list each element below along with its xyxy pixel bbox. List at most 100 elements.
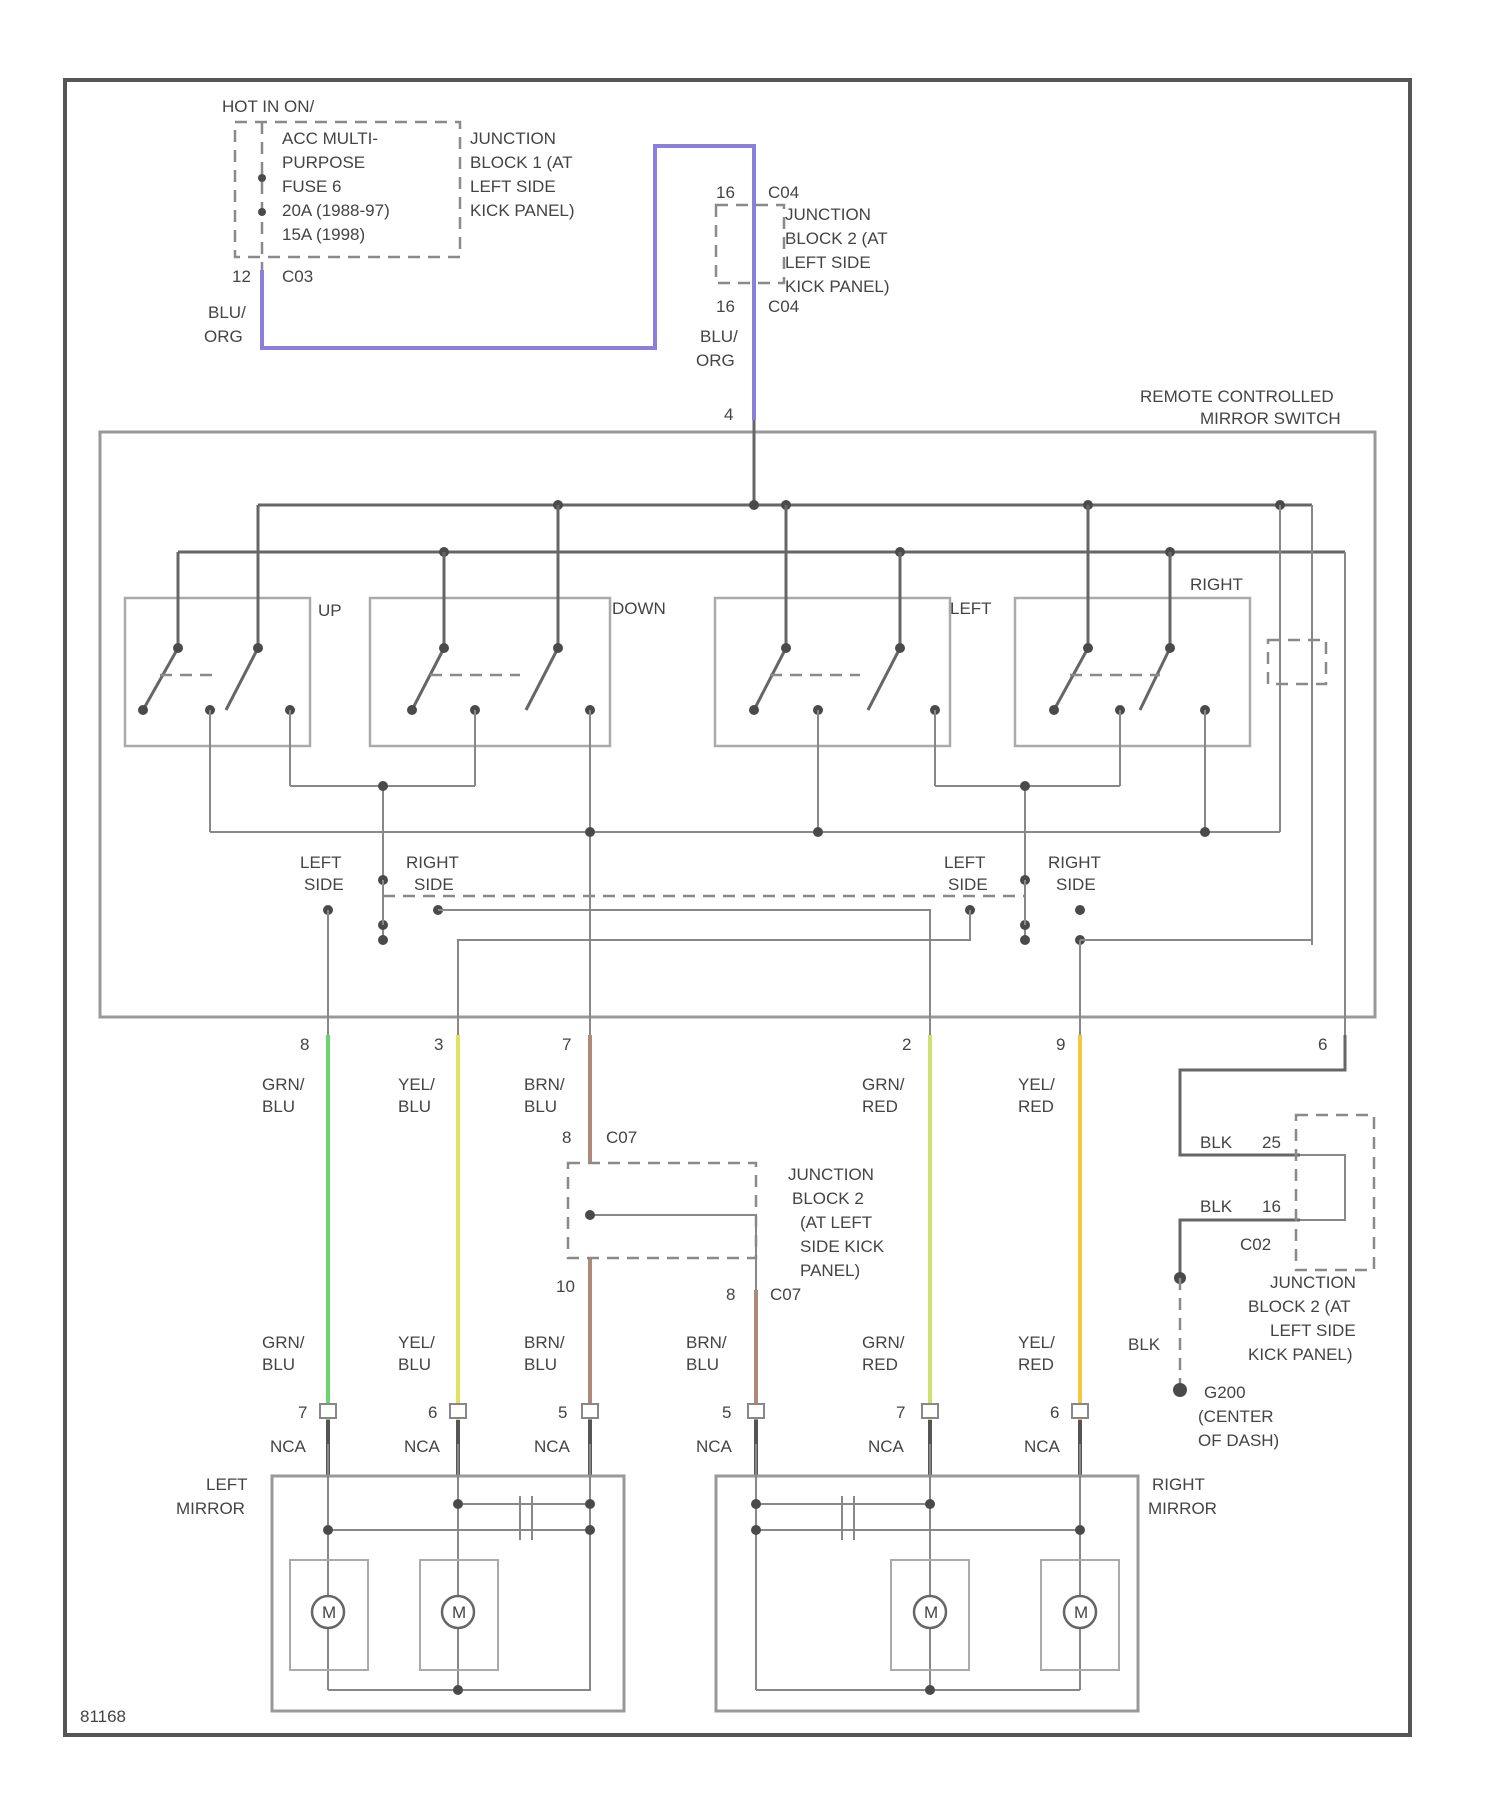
jb2-mid-line-2: BLOCK 2 [792,1189,864,1208]
jb2-mid-line-1: JUNCTION [788,1165,874,1184]
switch-outline [100,432,1375,1017]
left-motor-1-label: M [322,1603,336,1622]
ground-location-2: OF DASH) [1198,1431,1279,1450]
mirror-connector-1 [320,1404,336,1418]
fuse-block-line-2: BLOCK 1 (AT [470,153,573,172]
lower-5-color-a: GRN/ [862,1333,905,1352]
lower-3-pin: 5 [558,1403,567,1422]
jb2-top-connector-top: C04 [768,183,799,202]
lower-2-color-a: YEL/ [398,1333,435,1352]
selector-right-2: SIDE [414,875,454,894]
hot-label: HOT IN ON/ [222,97,315,116]
jb2-mid-line-4: SIDE KICK [800,1237,885,1256]
jb2-top-wire-color-1: BLU/ [700,327,738,346]
fuse-line-2: PURPOSE [282,153,365,172]
jb2-mid-connector-bottom: C07 [770,1285,801,1304]
switch-position-up [125,598,310,746]
ground-jb-outline [1296,1115,1374,1270]
ground-jb-line-1: JUNCTION [1270,1273,1356,1292]
lower-2-conn: NCA [404,1437,441,1456]
lower-3-conn: NCA [534,1437,571,1456]
lower-wire-labels: GRN/ BLU YEL/ BLU BRN/ BLU BRN/ BLU GRN/… [262,1333,1061,1456]
ground-jb-line-4: KICK PANEL) [1248,1345,1353,1364]
ground-pin-b: 16 [1262,1197,1281,1216]
wire-4-color-a: GRN/ [862,1075,905,1094]
fuse-line-3: FUSE 6 [282,177,342,196]
wire-3-color-a: BRN/ [524,1075,565,1094]
wire-pin-2: 3 [434,1035,443,1054]
fuse-block-line-4: KICK PANEL) [470,201,575,220]
jb2-top-line-2: BLOCK 2 (AT [785,229,888,248]
lower-6-conn: NCA [1024,1437,1061,1456]
selector-left-4: SIDE [948,875,988,894]
right-motor-1-label: M [924,1603,938,1622]
selector-left-1: LEFT [300,853,342,872]
ground-id: G200 [1204,1383,1246,1402]
ground-wire-b: BLK [1200,1197,1233,1216]
left-motor-2-label: M [452,1603,466,1622]
diagram-id-code: 81168 [80,1707,126,1726]
lower-4-pin: 5 [722,1403,731,1422]
fuse-block-line-1: JUNCTION [470,129,556,148]
wire-1-color-a: GRN/ [262,1075,305,1094]
jb2-top-line-3: LEFT SIDE [785,253,871,272]
selector-right-1: RIGHT [406,853,459,872]
lower-2-pin: 6 [428,1403,437,1422]
position-label-down: DOWN [612,599,666,618]
jb2-top-connector-bottom: C04 [768,297,799,316]
left-mirror-label-1: LEFT [206,1475,248,1494]
right-mirror-label-1: RIGHT [1152,1475,1205,1494]
jb2-top-line-1: JUNCTION [785,205,871,224]
left-mirror-outline [272,1476,624,1711]
ground-section: BLK 25 BLK 16 C02 JUNCTION BLOCK 2 (AT L… [1128,1035,1374,1450]
jb2-mid-line-3: (AT LEFT [800,1213,872,1232]
wire-2-color-b: BLU [398,1097,431,1116]
switch-position-down [370,598,610,746]
ground-wire-a: BLK [1200,1133,1233,1152]
lower-3-color-b: BLU [524,1355,557,1374]
switch-illumination [1268,640,1326,684]
switch-title-1: REMOTE CONTROLLED [1140,387,1334,406]
right-mirror-label-2: MIRROR [1148,1499,1217,1518]
wire-colors-top: GRN/ BLU YEL/ BLU BRN/ BLU GRN/ RED YEL/… [262,1075,1055,1116]
switch-title-2: MIRROR SWITCH [1200,409,1341,428]
mirror-connector-4 [748,1404,764,1418]
jb2-mid-pin-left: 10 [556,1277,575,1296]
selector-left-3: LEFT [944,853,986,872]
wire-1-color-b: BLU [262,1097,295,1116]
junction-block-2-mid: 8 C07 JUNCTION BLOCK 2 (AT LEFT SIDE KIC… [556,1128,885,1304]
junction-block-2-top: 16 C04 JUNCTION BLOCK 2 (AT LEFT SIDE KI… [696,183,890,424]
fuse-line-1: ACC MULTI- [282,129,378,148]
ground-location-1: (CENTER [1198,1407,1274,1426]
lower-1-color-b: BLU [262,1355,295,1374]
wire-pin-5: 9 [1056,1035,1065,1054]
position-label-up: UP [318,601,342,620]
mirror-connector-6 [1072,1404,1088,1418]
mirror-connector-5 [922,1404,938,1418]
power-wire-color-1: BLU/ [208,303,246,322]
fuse-block-line-3: LEFT SIDE [470,177,556,196]
jb2-top-pin-top: 16 [716,183,735,202]
mirror-switch: REMOTE CONTROLLED MIRROR SWITCH UP DOWN … [100,387,1375,1035]
jb2-mid-line-5: PANEL) [800,1261,860,1280]
lower-2-color-b: BLU [398,1355,431,1374]
lower-1-conn: NCA [270,1437,307,1456]
ground-pin-a: 25 [1262,1133,1281,1152]
mirror-connector-2 [450,1404,466,1418]
wire-5-color-b: RED [1018,1097,1054,1116]
jb2-mid-outline [568,1163,756,1258]
fuse-line-5: 15A (1998) [282,225,365,244]
switch-position-right [1015,598,1250,746]
lower-5-color-b: RED [862,1355,898,1374]
left-mirror: LEFT MIRROR M M [176,1444,624,1711]
lower-4-color-b: BLU [686,1355,719,1374]
selector-left-2: SIDE [304,875,344,894]
jb2-top-line-4: KICK PANEL) [785,277,890,296]
ground-jb-line-3: LEFT SIDE [1270,1321,1356,1340]
ground-connector: C02 [1240,1235,1271,1254]
switch-input-pin: 4 [724,405,733,424]
right-motor-2-label: M [1074,1603,1088,1622]
selector-right-4: SIDE [1056,875,1096,894]
lower-6-color-b: RED [1018,1355,1054,1374]
